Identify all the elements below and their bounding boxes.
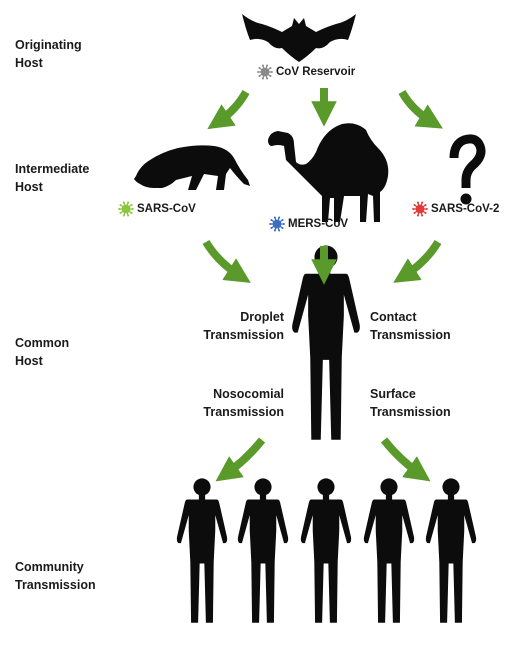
route-label-line1: Nosocomial: [203, 385, 284, 403]
arrow-icon: [384, 440, 420, 474]
route-label-line2: Transmission: [370, 403, 451, 421]
stage-common-host: Common Host: [15, 334, 69, 370]
virus-icon: [269, 216, 285, 232]
virus-name: SARS-CoV-2: [431, 203, 499, 215]
stage-originating-host: Originating Host: [15, 36, 82, 72]
contact-transmission-label: Contact Transmission: [370, 308, 451, 344]
stage-label-line2: Host: [15, 178, 89, 196]
bat-icon: [242, 14, 356, 62]
stage-label-line1: Originating: [15, 36, 82, 54]
virus-icon: [118, 201, 134, 217]
route-label-line1: Droplet: [203, 308, 284, 326]
civet-icon: [134, 145, 250, 190]
human-chain-icon: [177, 478, 476, 622]
virus-name: MERS-CoV: [288, 218, 348, 230]
virus-label-reservoir: CoV Reservoir: [257, 64, 355, 80]
stage-label-line1: Intermediate: [15, 160, 89, 178]
arrow-icon: [404, 242, 438, 276]
droplet-transmission-label: Droplet Transmission: [203, 308, 284, 344]
stage-label-line2: Host: [15, 54, 82, 72]
arrow-icon: [402, 92, 432, 122]
stage-label-line1: Community: [15, 558, 96, 576]
arrow-icon: [218, 92, 246, 122]
stage-intermediate-host: Intermediate Host: [15, 160, 89, 196]
virus-label-sars-cov-2: SARS-CoV-2: [412, 201, 499, 217]
camel-icon: [268, 123, 388, 222]
route-label-line2: Transmission: [370, 326, 451, 344]
stage-label-line2: Host: [15, 352, 69, 370]
arrow-icon: [226, 440, 262, 474]
virus-label-sars-cov: SARS-CoV: [118, 201, 196, 217]
route-label-line2: Transmission: [203, 403, 284, 421]
stage-community-transmission: Community Transmission: [15, 558, 96, 594]
stage-label-line2: Transmission: [15, 576, 96, 594]
route-label-line1: Surface: [370, 385, 451, 403]
surface-transmission-label: Surface Transmission: [370, 385, 451, 421]
virus-name: SARS-CoV: [137, 203, 196, 215]
nosocomial-transmission-label: Nosocomial Transmission: [203, 385, 284, 421]
route-label-line2: Transmission: [203, 326, 284, 344]
virus-name: CoV Reservoir: [276, 66, 355, 78]
arrow-icon: [206, 242, 240, 276]
stage-label-line1: Common: [15, 334, 69, 352]
virus-label-mers-cov: MERS-CoV: [269, 216, 348, 232]
question-mark-icon: [454, 139, 481, 188]
virus-icon: [412, 201, 428, 217]
virus-icon: [257, 64, 273, 80]
human-icon: [292, 245, 360, 439]
route-label-line1: Contact: [370, 308, 451, 326]
